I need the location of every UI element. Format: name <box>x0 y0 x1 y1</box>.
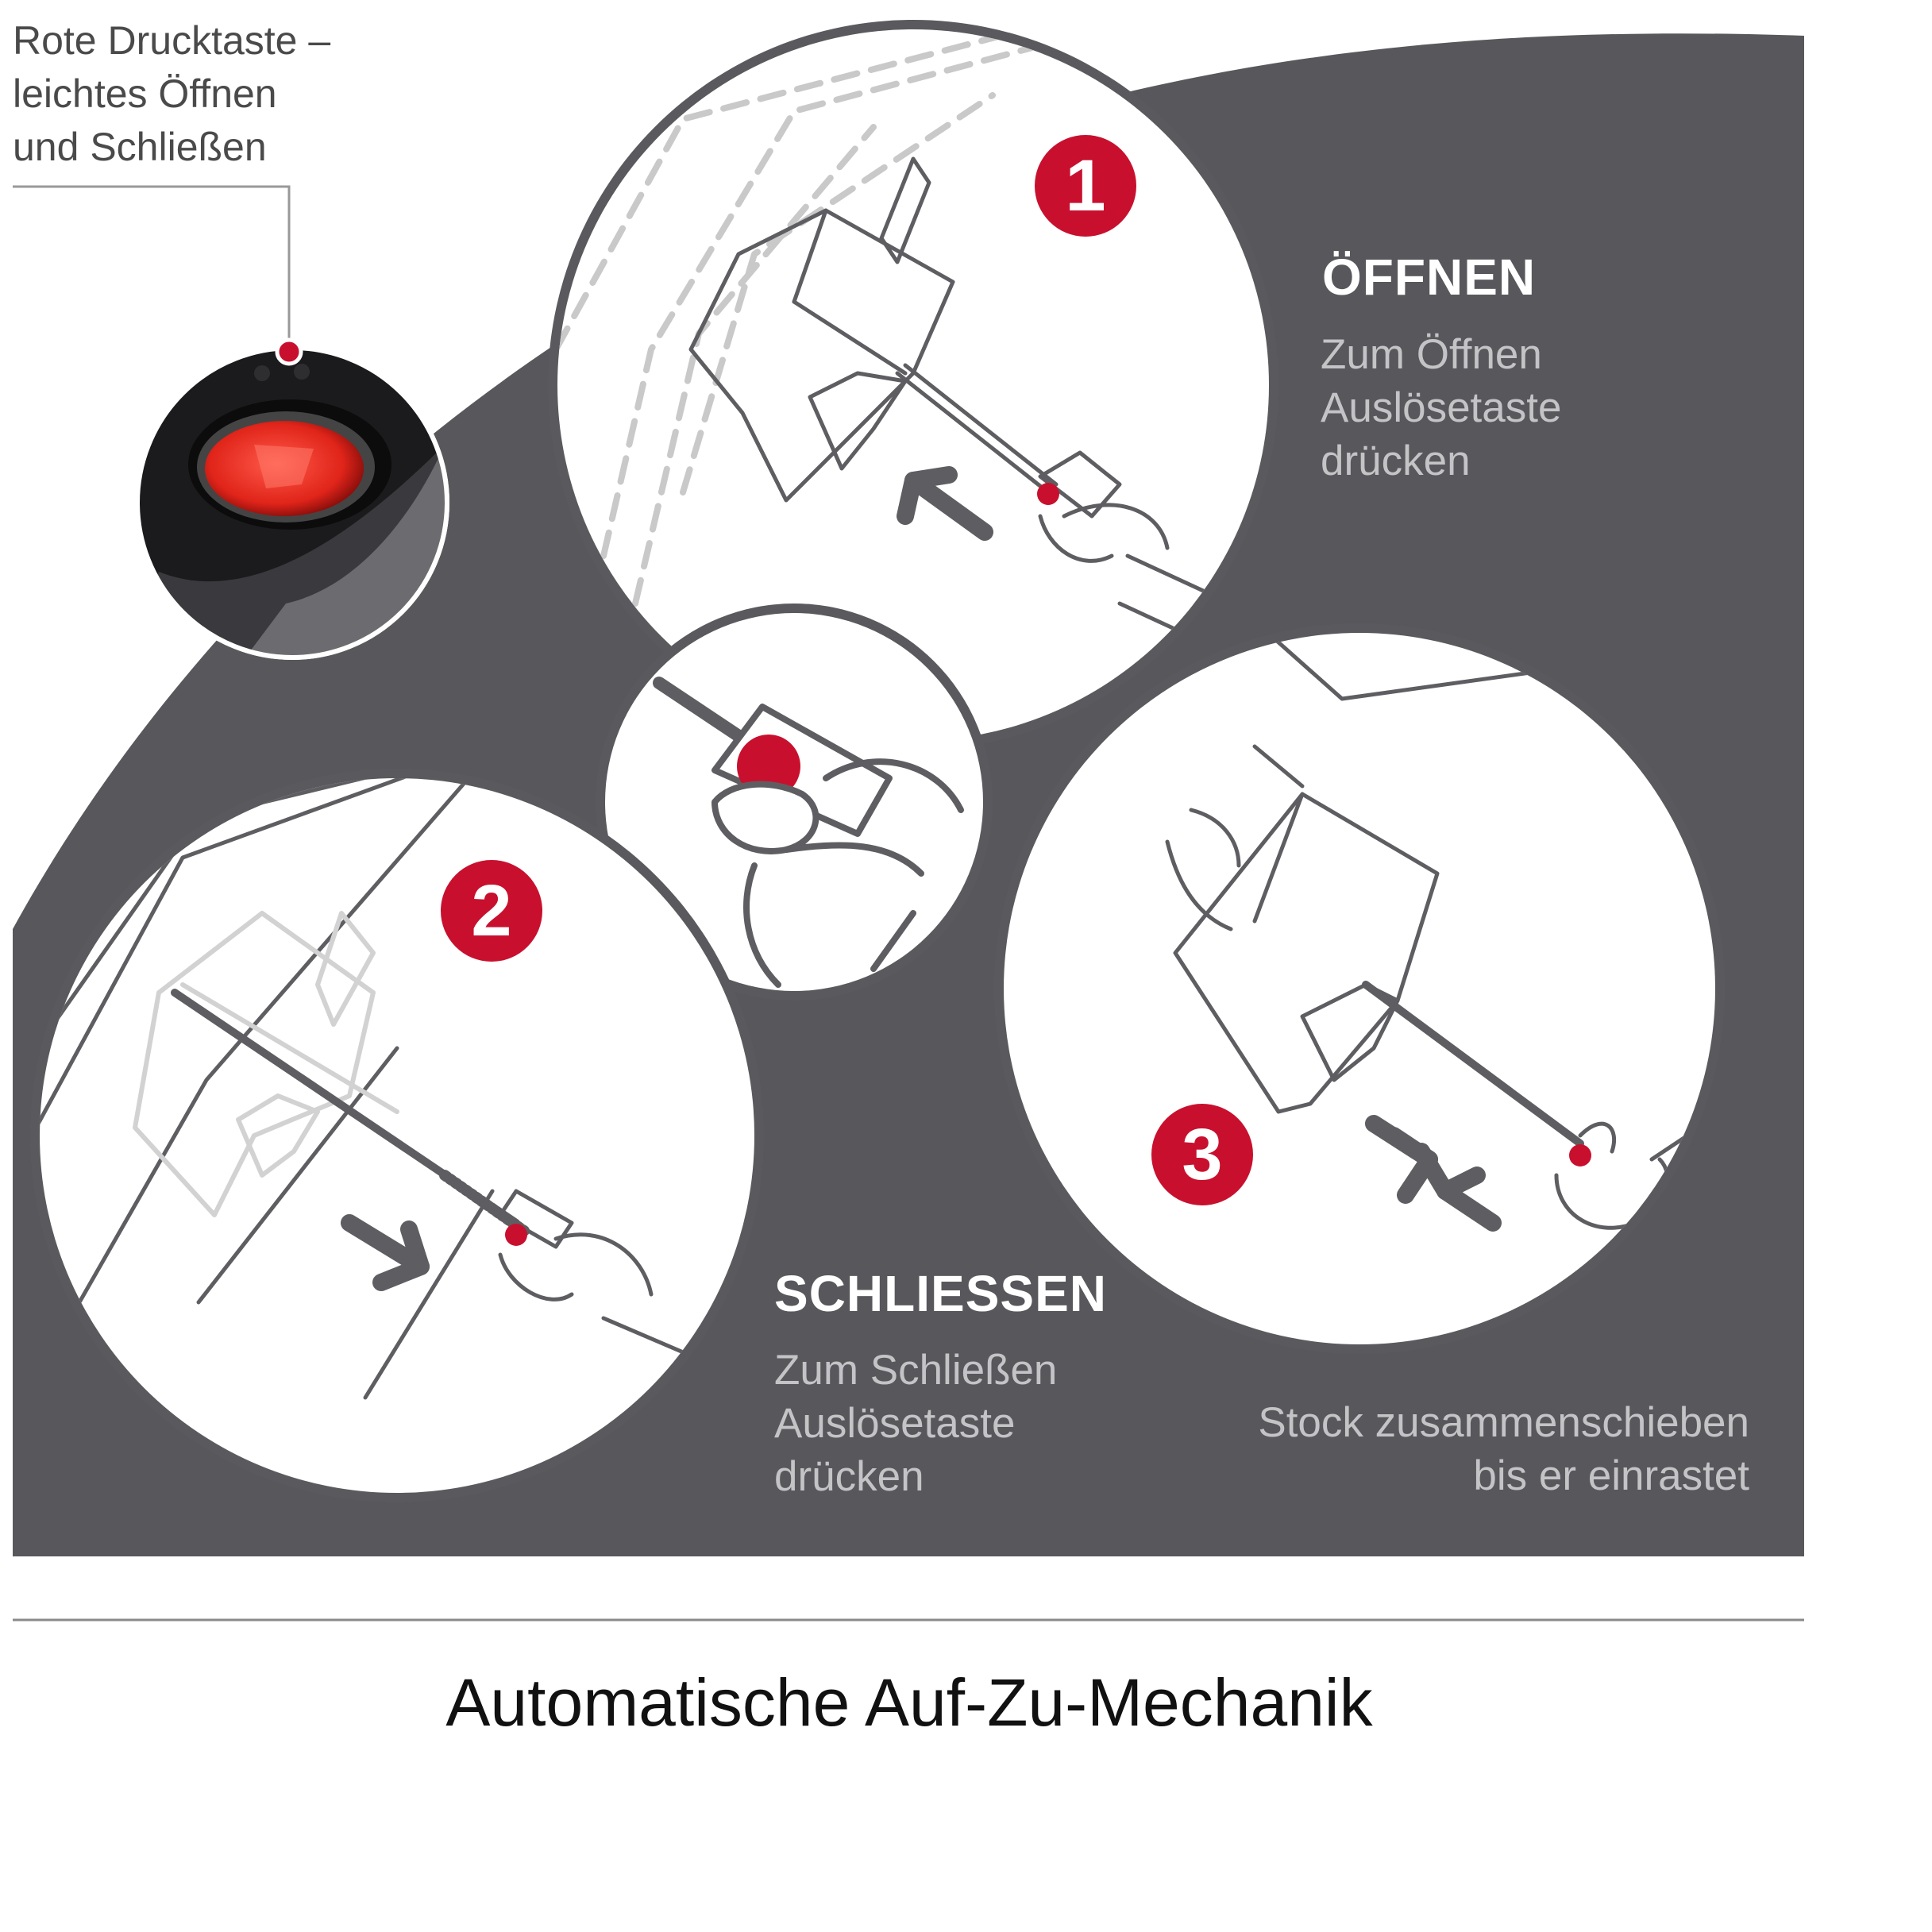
open-description: Zum Öffnen Auslösetaste drücken <box>1321 328 1561 488</box>
callout-line-3: und Schließen <box>13 125 267 169</box>
open-line-3: drücken <box>1321 438 1471 484</box>
step1-illustration <box>548 20 1278 750</box>
close-heading: SCHLIESSEN <box>774 1265 1107 1322</box>
collapse-line-1: Stock zusammenschieben <box>1258 1399 1749 1446</box>
callout-leader-line <box>13 185 291 349</box>
callout-line-2: leichtes Öffnen <box>13 71 277 116</box>
collapse-line-2: bis er einrastet <box>1473 1452 1749 1499</box>
close-line-3: drücken <box>774 1453 924 1500</box>
open-line-2: Auslösetaste <box>1321 384 1562 431</box>
step-1-badge: 1 <box>1035 135 1136 237</box>
callout-line-1: Rote Drucktaste – <box>13 18 331 63</box>
open-line-1: Zum Öffnen <box>1321 331 1542 378</box>
step-3-badge: 3 <box>1151 1104 1253 1205</box>
button-photo <box>135 345 449 660</box>
callout-text: Rote Drucktaste – leichtes Öffnen und Sc… <box>13 14 330 174</box>
callout-dot <box>275 337 303 366</box>
close-description: Zum Schließen Auslösetaste drücken <box>774 1344 1057 1503</box>
close-line-1: Zum Schließen <box>774 1347 1058 1394</box>
zoom-illustration <box>596 604 993 1001</box>
collapse-description: Stock zusammenschieben bis er einrastet <box>1258 1396 1749 1502</box>
open-heading: ÖFFNEN <box>1322 249 1537 306</box>
step-2-badge: 2 <box>441 860 542 962</box>
close-line-2: Auslösetaste <box>774 1400 1016 1447</box>
step2-illustration <box>30 769 764 1502</box>
page-title: Automatische Auf-Zu-Mechanik <box>445 1665 1373 1740</box>
